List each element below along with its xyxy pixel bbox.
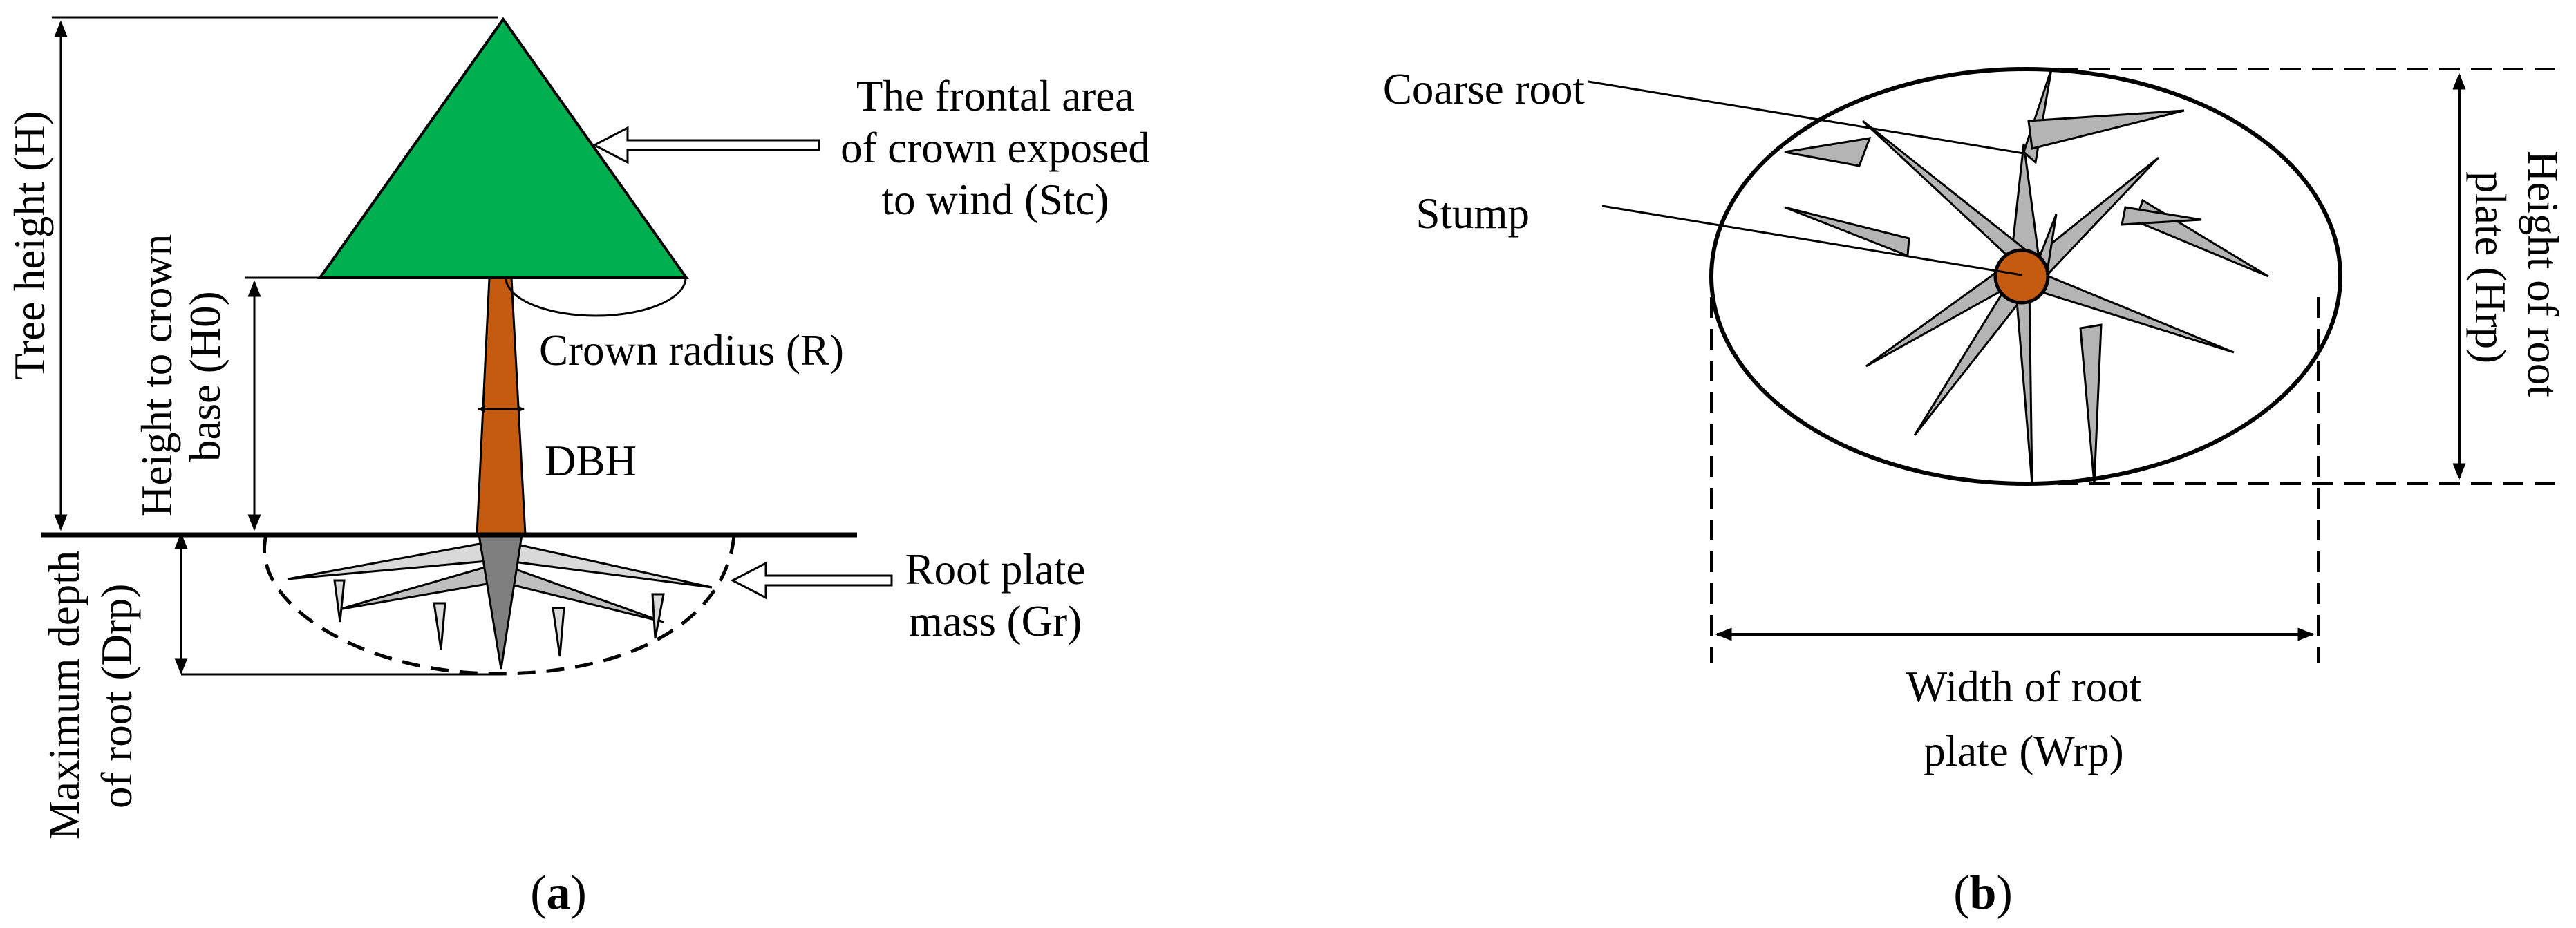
root-plate-width-dimension <box>1710 297 2320 663</box>
root-system <box>287 533 713 670</box>
root-plate-mass-label-line2: mass (Gr) <box>909 597 1082 645</box>
tree-height-label: Tree height (H) <box>6 111 54 380</box>
stump-label: Stump <box>1416 189 1530 238</box>
caption-b-letter: b <box>1970 867 1997 920</box>
panel-b: Coarse root Stump Height of root plate (… <box>1383 65 2567 920</box>
caption-b-close: ) <box>1996 867 2012 920</box>
crown-radius-label: Crown radius (R) <box>539 326 844 375</box>
tree-height-dimension <box>52 16 498 531</box>
caption-a-close: ) <box>571 867 587 920</box>
frontal-area-label-line1: The frontal area <box>856 72 1134 120</box>
coarse-root-leader <box>1588 80 2024 155</box>
max-depth-label-line1: Maximum depth <box>40 551 88 840</box>
dbh-label: DBH <box>545 437 637 485</box>
caption-a-letter: a <box>547 867 571 920</box>
root-depth-dimension <box>174 532 498 676</box>
root-plate-mass-label-line1: Root plate <box>905 545 1086 594</box>
frontal-area-label-line3: to wind (Stc) <box>882 176 1109 224</box>
tree-trunk <box>476 276 527 536</box>
caption-a: (a) <box>530 867 587 920</box>
width-of-root-plate-label-line2: plate (Wrp) <box>1924 727 2124 775</box>
root-plate-outline <box>263 535 736 676</box>
stump-leader <box>1601 205 2022 276</box>
caption-b: (b) <box>1953 867 2013 920</box>
caption-a-open: ( <box>530 867 546 920</box>
height-to-crown-base-label-line1: Height to crown <box>133 234 181 517</box>
frontal-area-label-line2: of crown exposed <box>840 124 1150 172</box>
tree-crown <box>317 17 689 279</box>
max-depth-label-line2: of root (Drp) <box>93 584 141 808</box>
crown-radius-arc <box>505 277 687 317</box>
height-of-root-plate-label-line2: plate (Hrp) <box>2466 171 2514 363</box>
height-of-root-plate-label-line1: Height of root <box>2519 151 2567 397</box>
width-of-root-plate-label-line1: Width of root <box>1906 663 2142 711</box>
height-to-crown-base-label-line2: base (H0) <box>181 291 229 462</box>
stump-circle <box>1993 248 2050 305</box>
root-plate-height-dimension <box>2026 68 2557 485</box>
panel-a: Tree height (H) Height to crown base (H0… <box>6 16 1150 920</box>
caption-b-open: ( <box>1953 867 1969 920</box>
crown-base-dimension <box>245 276 325 531</box>
coarse-root-label: Coarse root <box>1383 65 1586 113</box>
frontal-area-arrow <box>592 126 820 164</box>
coarse-roots <box>1784 68 2269 484</box>
root-plate-mass-arrow <box>730 561 893 600</box>
